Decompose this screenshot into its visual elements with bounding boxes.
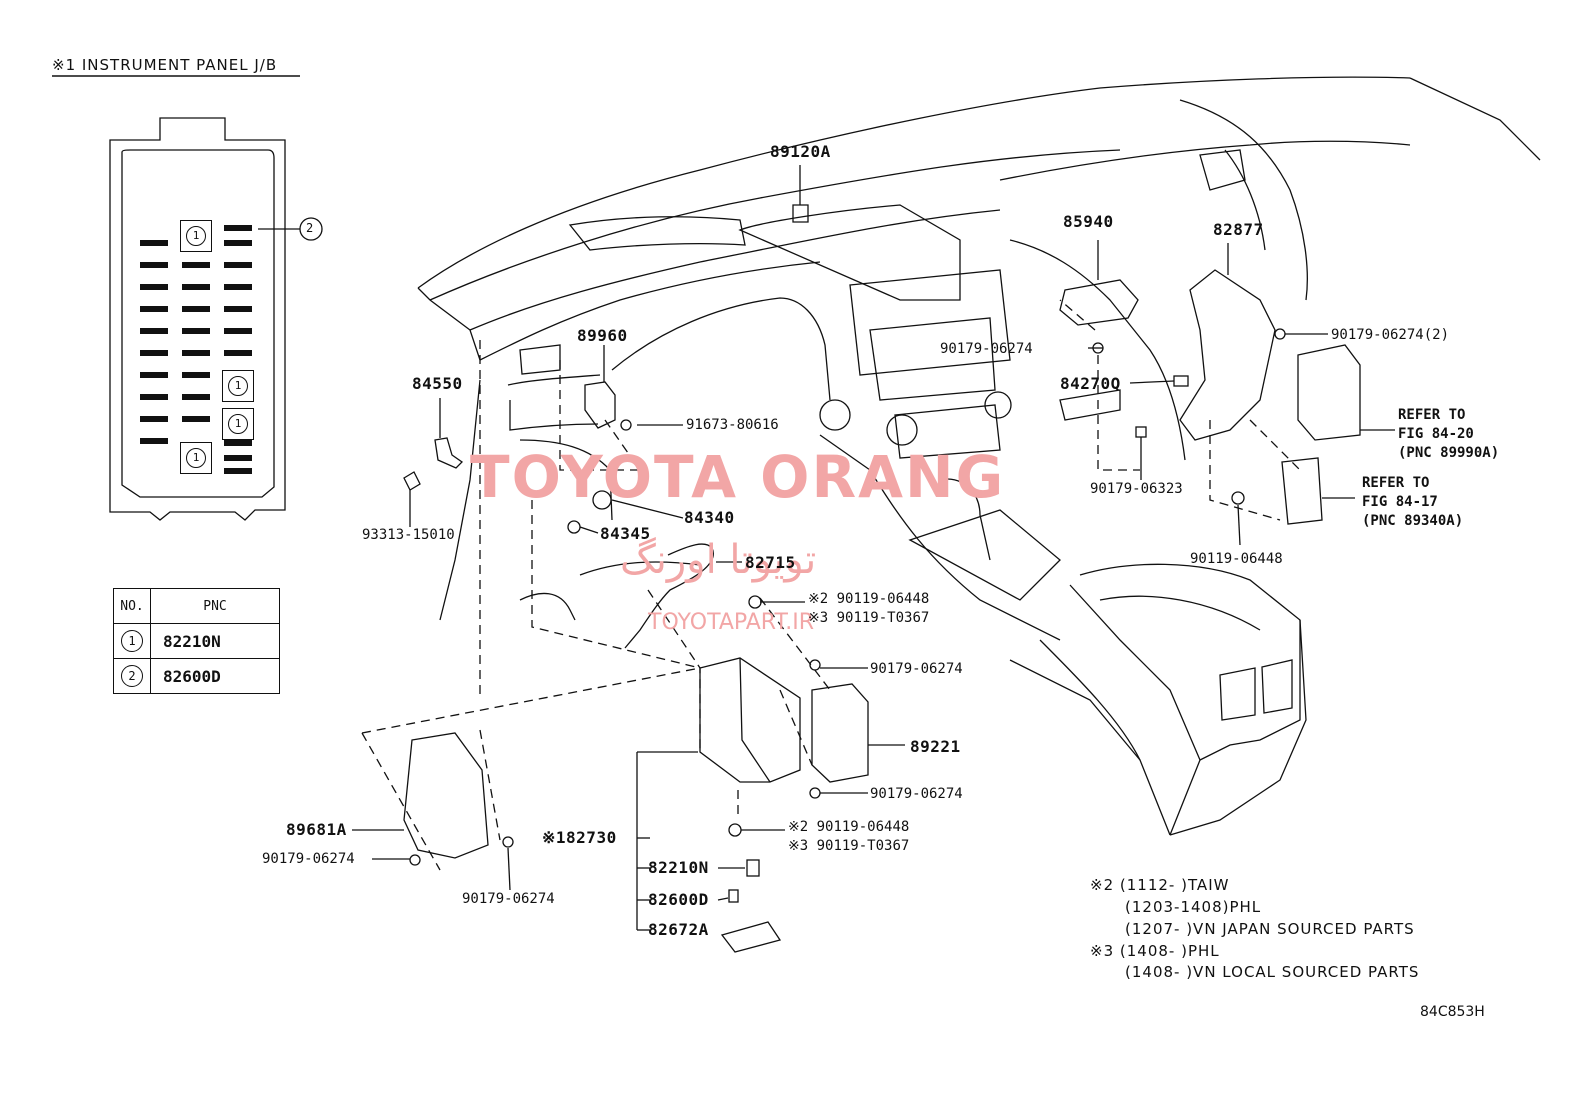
part-label: 90179-06274 bbox=[462, 891, 555, 907]
pnc-table: NO. PNC 1 82210N 2 82600D bbox=[113, 588, 280, 694]
fuse-slot bbox=[182, 372, 210, 378]
fuse-slot bbox=[224, 225, 252, 231]
fuse-position-marker: 1 bbox=[180, 442, 212, 474]
figure-code: 84C853H bbox=[1420, 1004, 1485, 1020]
fuse-slot bbox=[140, 394, 168, 400]
part-label: 84345 bbox=[600, 524, 651, 543]
part-label: ※182730 bbox=[542, 828, 617, 847]
callout-circle bbox=[299, 217, 323, 241]
part-label: 90179-06274 bbox=[870, 661, 963, 677]
part-label: 90179-06274(2) bbox=[1331, 327, 1450, 343]
leader-lines bbox=[352, 333, 1328, 931]
fuse-slot bbox=[182, 284, 210, 290]
fuse-slot bbox=[224, 240, 252, 246]
refer-line: FIG 84-17 bbox=[1362, 494, 1438, 510]
part-label: 89960 bbox=[577, 326, 628, 345]
fuse-slot bbox=[182, 350, 210, 356]
fuse-slot bbox=[224, 262, 252, 268]
refer-line: (PNC 89340A) bbox=[1362, 513, 1464, 529]
part-label: 84340 bbox=[684, 508, 735, 527]
refer-line: (PNC 89990A) bbox=[1398, 445, 1500, 461]
fuse-slot bbox=[224, 284, 252, 290]
fuse-slot bbox=[140, 328, 168, 334]
fuse-position-marker: 1 bbox=[180, 220, 212, 252]
part-label: ※2 90119-06448 bbox=[808, 591, 930, 607]
part-label: 90119-06448 bbox=[1190, 551, 1283, 567]
watermark-site: TOYOTAPART.IR bbox=[648, 610, 815, 635]
part-label: 85940 bbox=[1063, 212, 1114, 231]
part-label: 89221 bbox=[910, 737, 961, 756]
fuse-slot bbox=[140, 372, 168, 378]
fuse-slot bbox=[224, 350, 252, 356]
fuse-slot bbox=[224, 455, 252, 461]
part-label: 89681A bbox=[286, 820, 347, 839]
fuse-slot bbox=[140, 350, 168, 356]
fuse-slot bbox=[182, 262, 210, 268]
watermark-persian: تویوتا اورنگ bbox=[620, 537, 817, 583]
fuse-slot bbox=[224, 440, 252, 446]
fuse-slot bbox=[182, 306, 210, 312]
note-line: ※2 (1112- )TAIW bbox=[1090, 876, 1230, 894]
fuse-slot bbox=[224, 468, 252, 474]
table-row: 2 82600D bbox=[113, 658, 280, 694]
fuse-slot bbox=[224, 306, 252, 312]
part-label: ※3 90119-T0367 bbox=[808, 610, 930, 626]
table-header-pnc: PNC bbox=[150, 588, 280, 624]
part-label: 89120A bbox=[770, 142, 831, 161]
fuse-slot bbox=[140, 262, 168, 268]
part-label: 84550 bbox=[412, 374, 463, 393]
part-label: 82210N bbox=[648, 858, 709, 877]
part-label: 82600D bbox=[648, 890, 709, 909]
dashed-guides bbox=[361, 299, 1301, 871]
fuse-slot bbox=[140, 306, 168, 312]
part-label: 93313-15010 bbox=[362, 527, 455, 543]
callout-number: 2 bbox=[306, 221, 314, 235]
fuse-slots bbox=[140, 225, 252, 474]
table-row: 1 82210N bbox=[113, 623, 280, 659]
row-pnc: 82210N bbox=[150, 623, 280, 659]
fuse-slot bbox=[182, 394, 210, 400]
part-label: 84270Q bbox=[1060, 374, 1121, 393]
dashboard-outline bbox=[417, 76, 1541, 836]
table-header-no: NO. bbox=[113, 588, 151, 624]
note-line: ※3 (1408- )PHL bbox=[1090, 942, 1220, 960]
part-label: 90179-06323 bbox=[1090, 481, 1183, 497]
part-label: 82877 bbox=[1213, 220, 1264, 239]
refer-line: REFER TO bbox=[1362, 475, 1430, 491]
part-label: ※2 90119-06448 bbox=[788, 819, 910, 835]
fuse-box-drawing bbox=[109, 117, 286, 521]
watermark-main: TOYOTA ORANG bbox=[470, 443, 1006, 511]
fuse-slot bbox=[140, 240, 168, 246]
row-number: 1 bbox=[121, 630, 143, 652]
refer-line: FIG 84-20 bbox=[1398, 426, 1474, 442]
fuse-slot bbox=[182, 416, 210, 422]
fuse-position-marker: 1 bbox=[222, 408, 254, 440]
part-sketches bbox=[403, 165, 1395, 953]
part-label: ※3 90119-T0367 bbox=[788, 838, 910, 854]
note-line: (1207- )VN JAPAN SOURCED PARTS bbox=[1125, 920, 1415, 938]
part-label: 82715 bbox=[745, 553, 796, 572]
fuse-slot bbox=[182, 328, 210, 334]
note-line: (1203-1408)PHL bbox=[1125, 898, 1262, 916]
part-label: 90179-06274 bbox=[870, 786, 963, 802]
part-label: 82672A bbox=[648, 920, 709, 939]
fuse-slot bbox=[224, 328, 252, 334]
row-number: 2 bbox=[121, 665, 143, 687]
part-label: 90179-06274 bbox=[262, 851, 355, 867]
row-pnc: 82600D bbox=[150, 658, 280, 694]
fuse-slot bbox=[140, 438, 168, 444]
part-label: 91673-80616 bbox=[686, 417, 779, 433]
refer-line: REFER TO bbox=[1398, 407, 1466, 423]
fuse-slot bbox=[140, 284, 168, 290]
part-label: 90179-06274 bbox=[940, 341, 1033, 357]
fuse-slot bbox=[140, 416, 168, 422]
note-line: (1408- )VN LOCAL SOURCED PARTS bbox=[1125, 963, 1420, 981]
fuse-position-marker: 1 bbox=[222, 370, 254, 402]
diagram-title: ※1 INSTRUMENT PANEL J/B bbox=[52, 56, 278, 74]
